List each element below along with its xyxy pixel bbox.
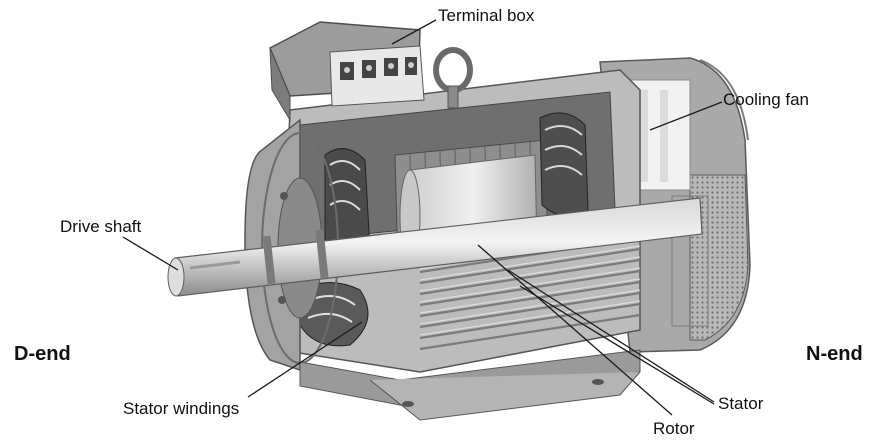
stator-windings-leader xyxy=(247,321,363,398)
terminal-box-leader xyxy=(391,19,437,45)
d-end-label: D-end xyxy=(14,343,71,365)
terminal-box-label: Terminal box xyxy=(438,6,535,25)
terminal-box-part xyxy=(269,21,473,122)
stator-label: Stator xyxy=(718,394,764,413)
cooling-fan-label: Cooling fan xyxy=(723,90,810,109)
leader-lines xyxy=(122,19,723,416)
rotor-label: Rotor xyxy=(653,419,695,438)
drive-shaft-label: Drive shaft xyxy=(60,217,142,236)
n-end-label: N-end xyxy=(806,343,863,365)
drive-shaft-part xyxy=(167,197,703,297)
stator-windings-label: Stator windings xyxy=(123,399,240,418)
cooling-fan-leader xyxy=(649,101,723,131)
rotor-leader xyxy=(477,244,673,416)
stator-leader-2 xyxy=(519,285,715,405)
drive-shaft-leader xyxy=(122,236,179,271)
stator-leader-1 xyxy=(507,269,715,403)
motor-feet xyxy=(299,349,641,421)
